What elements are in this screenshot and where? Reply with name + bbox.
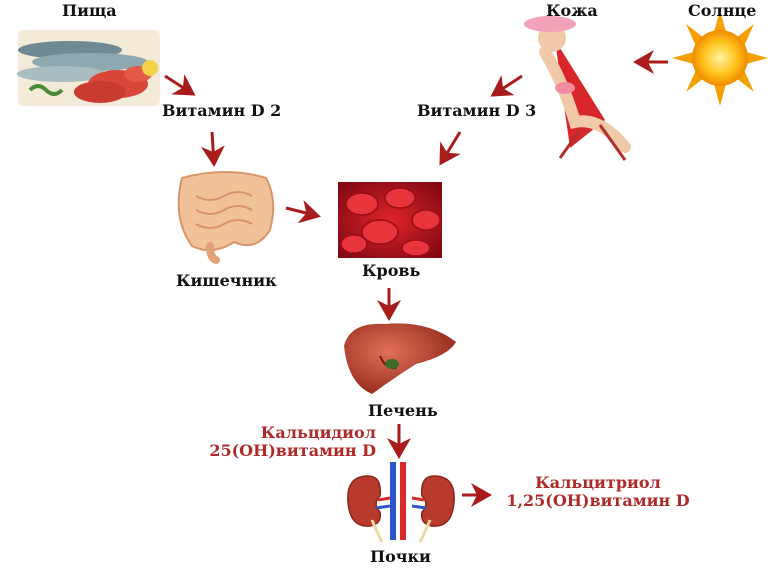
kidneys-image <box>347 462 455 543</box>
arrow-skin-to-d3 <box>490 74 523 97</box>
arrow-d3-to-blood <box>439 131 462 166</box>
liver-label: Печень <box>368 401 438 420</box>
arrow-intestine-to-blood <box>285 199 321 224</box>
food-label: Пища <box>62 1 117 20</box>
calcidiol-formula: 25(OH)витамин D <box>209 441 376 461</box>
liver-image <box>344 323 456 394</box>
calcitriol-name: Кальцитриол <box>535 473 661 492</box>
food-fish-image <box>17 30 160 106</box>
arrow-food-to-d2 <box>164 74 196 96</box>
arrow-d2-to-intestine <box>200 131 225 167</box>
intestine-image <box>177 171 275 264</box>
skin-label: Кожа <box>546 1 598 20</box>
sun-image <box>672 10 768 106</box>
vitamin-d2-label: Витамин D 2 <box>162 101 282 120</box>
calcitriol-formula: 1,25(OH)витамин D <box>506 491 690 511</box>
vitamin-d3-label: Витамин D 3 <box>417 101 537 120</box>
blood-cells-image <box>338 182 442 258</box>
blood-label: Кровь <box>362 261 421 280</box>
sun-label: Солнце <box>688 1 757 20</box>
skin-sunbather-image <box>524 16 631 161</box>
calcidiol-name: Кальцидиол <box>260 423 376 442</box>
kidneys-label: Почки <box>370 547 431 566</box>
calcidiol-label: Кальцидиол 25(OH)витамин D <box>200 423 376 461</box>
intestine-label: Кишечник <box>176 271 277 290</box>
calcitriol-label: Кальцитриол 1,25(OH)витамин D <box>500 473 696 511</box>
